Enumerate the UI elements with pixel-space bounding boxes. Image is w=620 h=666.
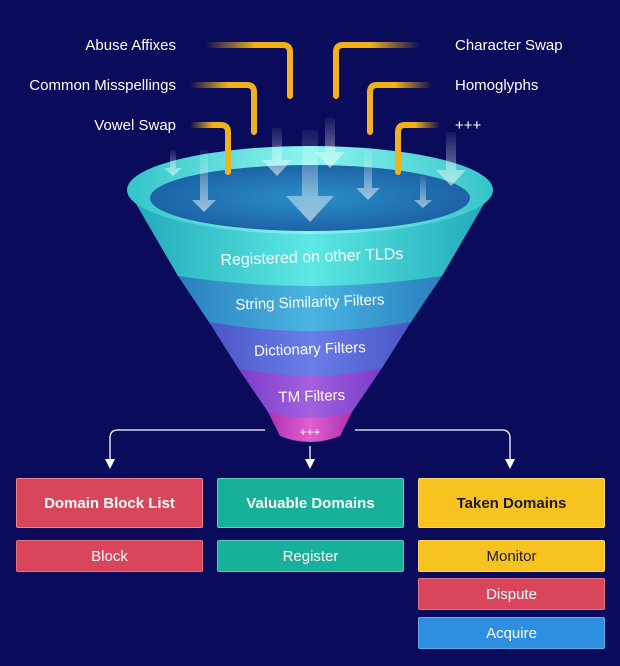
valuable-domains-box: Valuable Domains (217, 478, 404, 528)
stage-label-4: TM Filters (278, 387, 345, 406)
source-pipes-left (187, 42, 293, 175)
arrowhead-valuable (305, 459, 315, 469)
taken-domains-box: Taken Domains (418, 478, 605, 528)
source-pipes-right (333, 42, 443, 175)
source-label-more: +++ (455, 117, 482, 134)
source-label-abuse-affixes: Abuse Affixes (85, 37, 176, 54)
block-action: Block (16, 540, 203, 572)
domain-block-list-box: Domain Block List (16, 478, 203, 528)
outcome-connectors (109, 429, 511, 460)
stage-label-1: Registered on other TLDs (220, 246, 403, 269)
dispute-action: Dispute (418, 578, 605, 610)
register-action: Register (217, 540, 404, 572)
source-label-vowel-swap: Vowel Swap (94, 117, 176, 134)
falling-arrows (164, 118, 466, 222)
arrowhead-taken (505, 459, 515, 469)
stage-label-5: +++ (299, 425, 320, 439)
stage-label-2: String Similarity Filters (235, 291, 385, 313)
source-label-character-swap: Character Swap (455, 37, 563, 54)
acquire-action: Acquire (418, 617, 605, 649)
arrowhead-block-list (105, 459, 115, 469)
source-label-homoglyphs: Homoglyphs (455, 77, 539, 94)
stage-label-3: Dictionary Filters (254, 339, 366, 360)
monitor-action: Monitor (418, 540, 605, 572)
source-label-common-misspellings: Common Misspellings (29, 77, 176, 94)
